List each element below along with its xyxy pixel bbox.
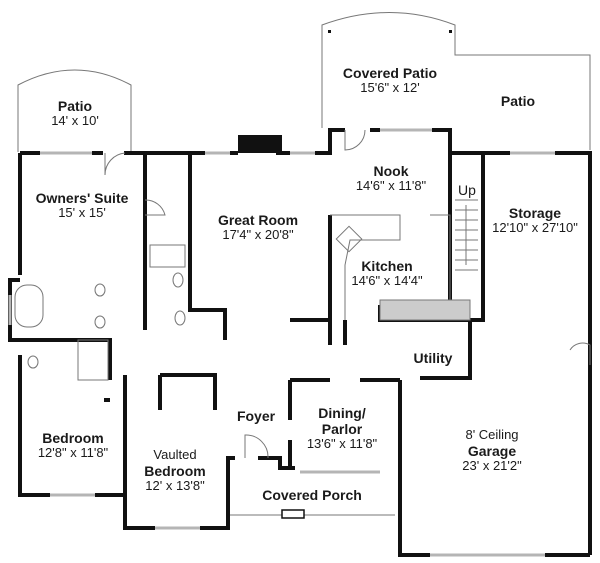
- room-patio-right: Patio: [500, 93, 536, 109]
- room-utility: Utility: [413, 350, 453, 366]
- room-kitchen: Kitchen 14'6" x 14'4": [351, 258, 423, 289]
- bath-fixtures: [14, 244, 186, 381]
- room-owners-suite: Owners' Suite 15' x 15': [35, 190, 129, 221]
- room-patio-left: Patio 14' x 10': [51, 98, 99, 129]
- staircase: [455, 199, 478, 271]
- right-patio-outline: [321, 12, 591, 150]
- room-nook: Nook 14'6" x 11'8": [355, 163, 427, 194]
- doors: [104, 129, 591, 459]
- room-bedroom: Bedroom 12'8" x 11'8": [37, 430, 109, 461]
- room-vaulted-bedroom: Vaulted Bedroom 12' x 13'8": [144, 447, 206, 494]
- room-storage: Storage 12'10" x 27'10": [492, 205, 578, 236]
- room-great-room: Great Room 17'4" x 20'8": [217, 212, 299, 243]
- stairs-up-label: Up: [458, 182, 476, 198]
- windows: [8, 128, 555, 557]
- room-covered-patio: Covered Patio 15'6" x 12': [342, 65, 438, 96]
- room-dining-parlor: Dining/ Parlor 13'6" x 11'8": [306, 405, 378, 452]
- kitchen-counters: [330, 214, 471, 321]
- room-garage: 8' Ceiling Garage 23' x 21'2": [462, 427, 522, 474]
- room-foyer: Foyer: [236, 408, 276, 424]
- left-patio-outline: [17, 69, 132, 152]
- room-covered-porch: Covered Porch: [262, 487, 362, 503]
- exterior-walls: [8, 128, 592, 557]
